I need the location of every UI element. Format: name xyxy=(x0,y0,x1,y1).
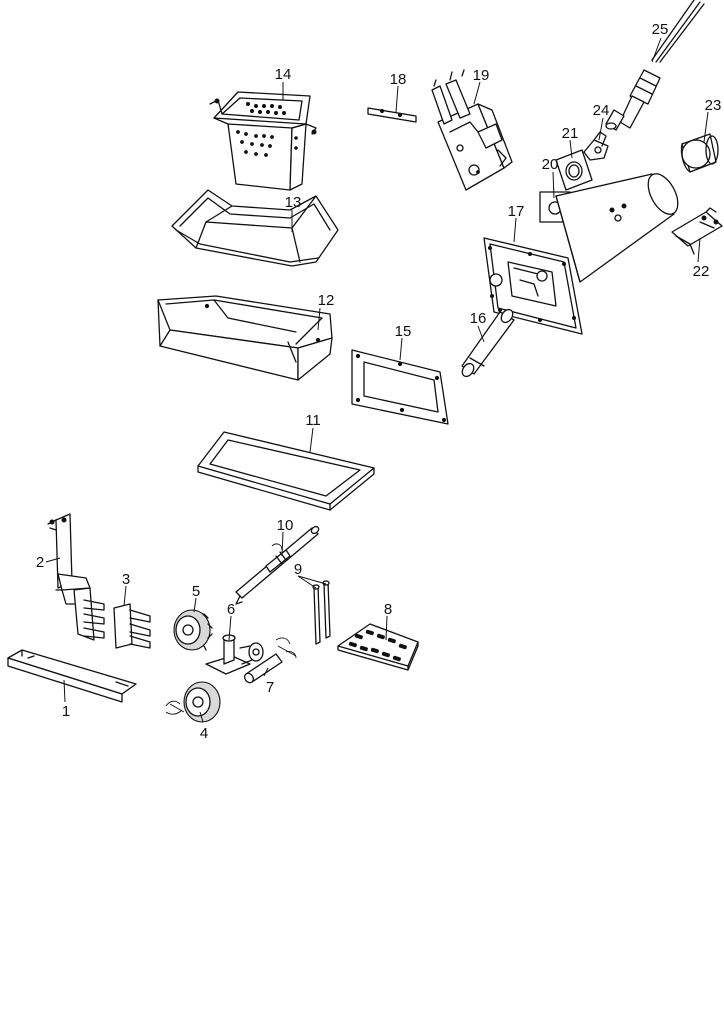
callout-9: 9 xyxy=(294,561,302,578)
callout-labels: 14 13 12 18 19 24 25 23 21 20 17 22 15 1… xyxy=(36,21,722,742)
part-12-hopper xyxy=(157,295,333,381)
callout-13: 13 xyxy=(285,194,302,211)
part-23-collar xyxy=(680,133,719,173)
callout-24: 24 xyxy=(593,102,610,119)
part-10-shaft xyxy=(235,525,320,605)
callout-21: 21 xyxy=(562,125,579,142)
part-4-gear xyxy=(165,681,221,723)
callout-12: 12 xyxy=(318,292,335,309)
part-18-plate xyxy=(367,107,417,123)
part-14-burn-pot xyxy=(209,91,317,191)
callout-23: 23 xyxy=(705,97,722,114)
part-11-frame xyxy=(197,431,375,511)
callout-14: 14 xyxy=(275,66,292,83)
part-1-bar xyxy=(7,649,137,703)
callout-18: 18 xyxy=(390,71,407,88)
part-13-tray xyxy=(171,189,339,267)
callout-15: 15 xyxy=(395,323,412,340)
callout-3: 3 xyxy=(122,571,130,588)
callout-11: 11 xyxy=(305,412,321,429)
part-9-rods xyxy=(312,580,331,645)
part-24-clip xyxy=(583,131,609,161)
part-7-pin xyxy=(244,637,297,684)
callout-25: 25 xyxy=(652,21,669,38)
part-21-flange xyxy=(555,149,593,191)
part-2-bracket xyxy=(47,513,105,641)
part-16-tube xyxy=(461,308,515,378)
callout-1: 1 xyxy=(62,703,70,720)
part-3-comb xyxy=(113,603,151,649)
callout-17: 17 xyxy=(508,203,525,220)
part-5-gear xyxy=(173,609,213,651)
callout-16: 16 xyxy=(470,310,487,327)
part-19-motor xyxy=(431,69,513,191)
callout-8: 8 xyxy=(384,601,392,618)
callout-7: 7 xyxy=(266,679,274,696)
callout-4: 4 xyxy=(200,725,208,742)
leader-lines xyxy=(45,37,709,723)
part-25-probe xyxy=(605,0,705,131)
part-17-burner-tube xyxy=(483,173,679,335)
callout-10: 10 xyxy=(277,517,294,534)
callout-19: 19 xyxy=(473,67,490,84)
callout-20: 20 xyxy=(542,156,559,173)
callout-6: 6 xyxy=(227,601,235,618)
callout-22: 22 xyxy=(693,263,710,280)
part-15-gasket xyxy=(351,349,449,425)
part-22-bracket xyxy=(671,207,723,255)
callout-5: 5 xyxy=(192,583,200,600)
callout-2: 2 xyxy=(36,554,44,571)
part-8-plate xyxy=(337,623,419,671)
